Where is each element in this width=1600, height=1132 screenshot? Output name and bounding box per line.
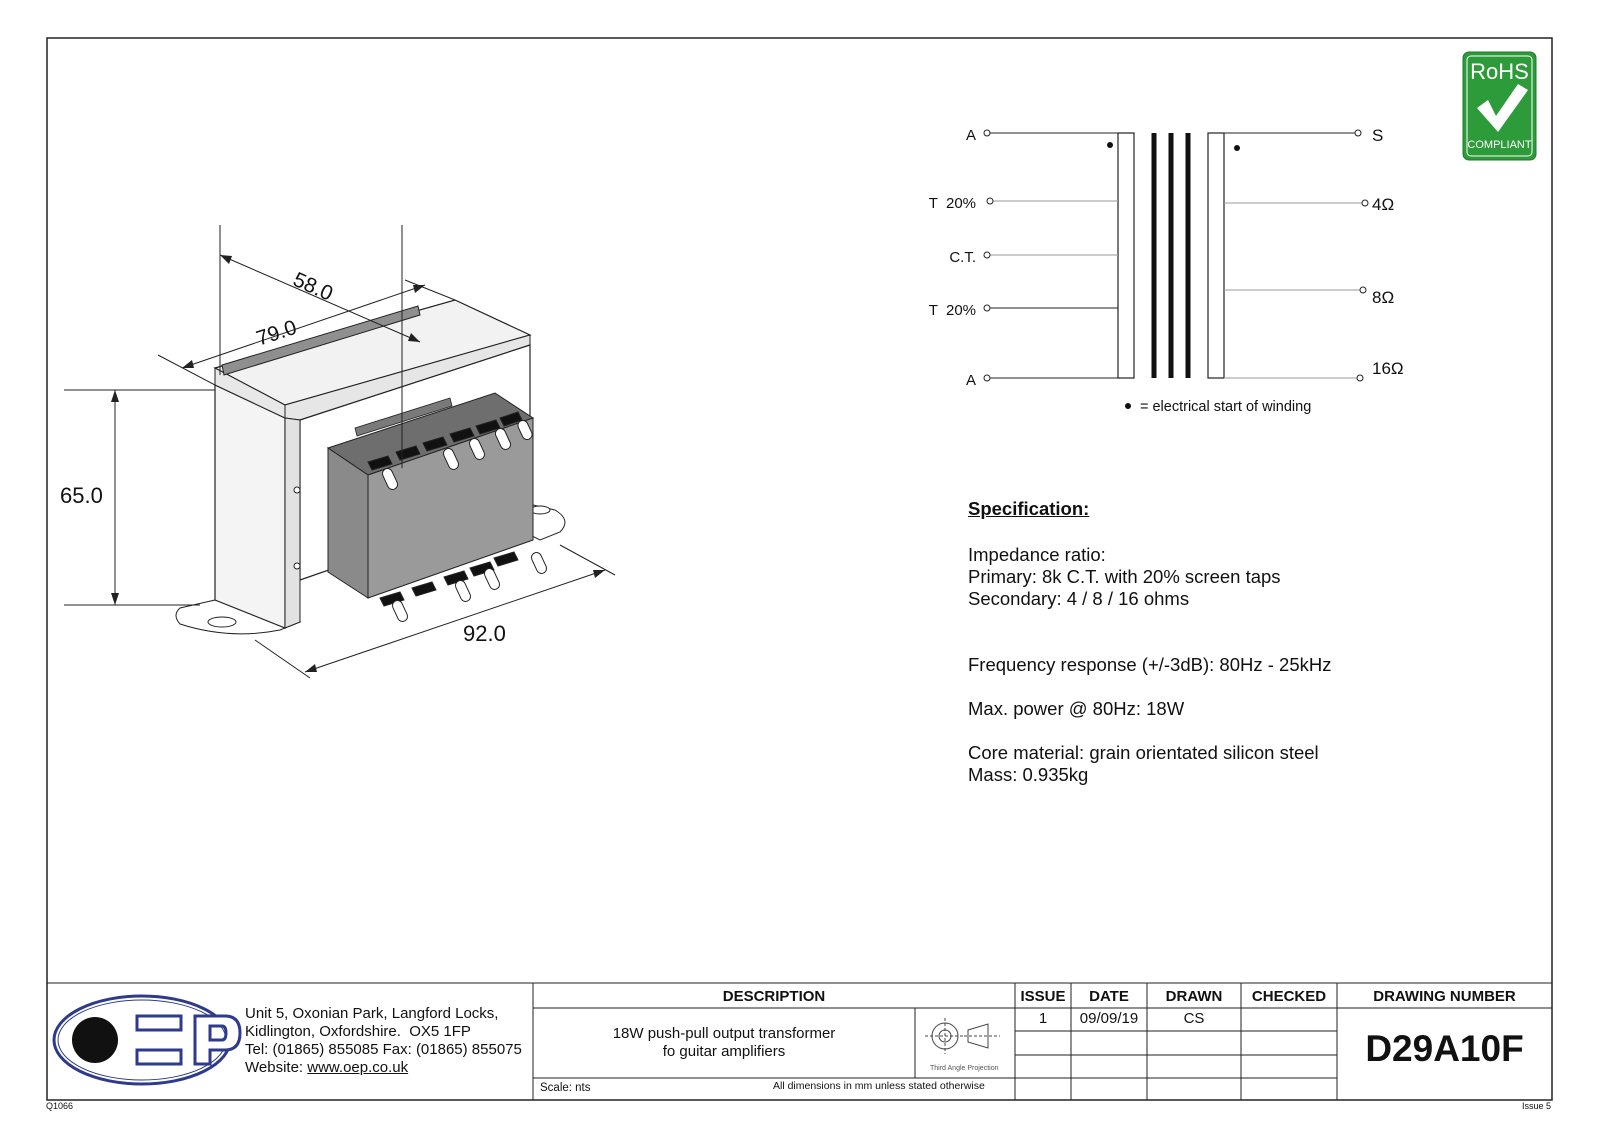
phone-fax: Tel: (01865) 855085 Fax: (01865) 855075	[245, 1041, 522, 1058]
specification: Specification:	[968, 498, 1089, 520]
rivet-icon	[293, 562, 301, 570]
rohs-title: RoHS	[1470, 59, 1529, 84]
scale-note: Scale: nts	[540, 1082, 591, 1094]
spec-core-text: Core material: grain orientated silicon …	[968, 742, 1319, 763]
secondary-winding	[1207, 132, 1225, 379]
spec-power-text: Max. power @ 80Hz: 18W	[968, 698, 1185, 719]
title-block	[47, 982, 1552, 1100]
website-label: Website:	[245, 1059, 308, 1076]
primary-label: T 20%	[929, 195, 976, 212]
description-line-1: 18W push-pull output transformer	[612, 1025, 836, 1042]
spec-frequency-text: Frequency response (+/-3dB): 80Hz - 25kH…	[968, 654, 1332, 675]
secondary-label: S	[1372, 126, 1383, 145]
drawing-number-header: DRAWING NUMBER	[1373, 988, 1516, 1005]
terminal-block-front	[327, 447, 369, 599]
drawn-header: DRAWN	[1165, 988, 1223, 1005]
primary-label: A	[966, 372, 976, 389]
spec-primary: Primary: 8k C.T. with 20% screen taps	[968, 566, 1281, 587]
lamination-stack	[221, 305, 421, 376]
mounting-foot-front	[175, 599, 302, 635]
address-line-2: Kidlington, Oxfordshire. OX5 1FP	[245, 1023, 471, 1040]
spec-power: Max. power @ 80Hz: 18W	[968, 698, 1184, 720]
secondary-label: 8Ω	[1372, 288, 1394, 307]
description-text: 18W push-pull output transformer fo guit…	[533, 1025, 915, 1061]
rohs-badge: RoHS COMPLIANT	[1462, 51, 1537, 161]
secondary-label: 16Ω	[1372, 359, 1404, 378]
secondary-label: 4Ω	[1372, 195, 1394, 214]
frame-inner-edge	[284, 417, 301, 629]
mounting-hole-front	[207, 616, 237, 628]
spec-impedance: Impedance ratio: Primary: 8k C.T. with 2…	[968, 544, 1281, 610]
form-reference: Q1066	[46, 1101, 74, 1111]
dim-length-label: 92.0	[463, 621, 506, 646]
winding-start-dot	[1107, 142, 1113, 148]
description-line-2: fo guitar amplifiers	[662, 1043, 786, 1060]
spec-frequency: Frequency response (+/-3dB): 80Hz - 25kH…	[968, 654, 1331, 676]
date-header: DATE	[1089, 988, 1129, 1005]
company-address: Unit 5, Oxonian Park, Langford Locks, Ki…	[245, 1005, 522, 1077]
schematic-legend: = electrical start of winding	[1140, 399, 1311, 415]
terminal-block-side	[367, 417, 534, 599]
address-line-1: Unit 5, Oxonian Park, Langford Locks,	[245, 1005, 499, 1022]
website-line: Website: www.oep.co.uk	[245, 1059, 522, 1077]
primary-label: C.T.	[949, 249, 976, 266]
sheet-border	[46, 37, 1553, 1101]
dim-width-label: 58.0	[290, 268, 337, 306]
spec-heading: Specification:	[968, 498, 1090, 519]
bottom-solder-tags	[379, 551, 548, 622]
oep-logo	[52, 994, 242, 1086]
rohs-subtitle: COMPLIANT	[1467, 139, 1531, 151]
issue-value: 1	[1038, 1010, 1048, 1027]
frame-left-face	[214, 384, 286, 629]
description-header: DESCRIPTION	[722, 988, 826, 1005]
dimension-lines	[64, 225, 616, 679]
check-mark-icon	[1477, 84, 1528, 132]
primary-label: A	[966, 127, 976, 144]
spec-impedance-label: Impedance ratio:	[968, 544, 1106, 565]
spec-mass-text: Mass: 0.935kg	[968, 764, 1089, 785]
winding-schematic: A T 20% C.T. T 20% A S 4Ω 8Ω 16Ω = elect…	[929, 126, 1404, 415]
legend-dot	[1125, 403, 1131, 409]
drawing-number: D29A10F	[1365, 1028, 1524, 1069]
transformer-drawing: 58.0 79.0 65.0 92.0	[60, 225, 616, 679]
top-solder-tags	[367, 411, 533, 490]
website-link[interactable]: www.oep.co.uk	[307, 1059, 409, 1076]
primary-winding	[1117, 132, 1135, 379]
dim-height-label: 65.0	[60, 483, 103, 508]
checked-header: CHECKED	[1251, 988, 1327, 1005]
terminal-strip	[354, 397, 453, 437]
spec-secondary: Secondary: 4 / 8 / 16 ohms	[968, 588, 1190, 609]
projection-label: Third Angle Projection	[930, 1065, 999, 1072]
third-angle-projection-icon	[925, 1018, 1000, 1054]
spec-core: Core material: grain orientated silicon …	[968, 742, 1319, 786]
winding-start-dot	[1234, 145, 1240, 151]
dimensions-note: All dimensions in mm unless stated other…	[773, 1080, 985, 1092]
issue-reference: Issue 5	[1522, 1101, 1552, 1111]
dimension-arrows	[111, 255, 605, 672]
drawn-value: CS	[1183, 1010, 1205, 1027]
issue-header: ISSUE	[1020, 988, 1066, 1005]
rivet-icon	[293, 486, 301, 494]
primary-label: T 20%	[929, 302, 976, 319]
date-value: 09/09/19	[1079, 1010, 1139, 1027]
